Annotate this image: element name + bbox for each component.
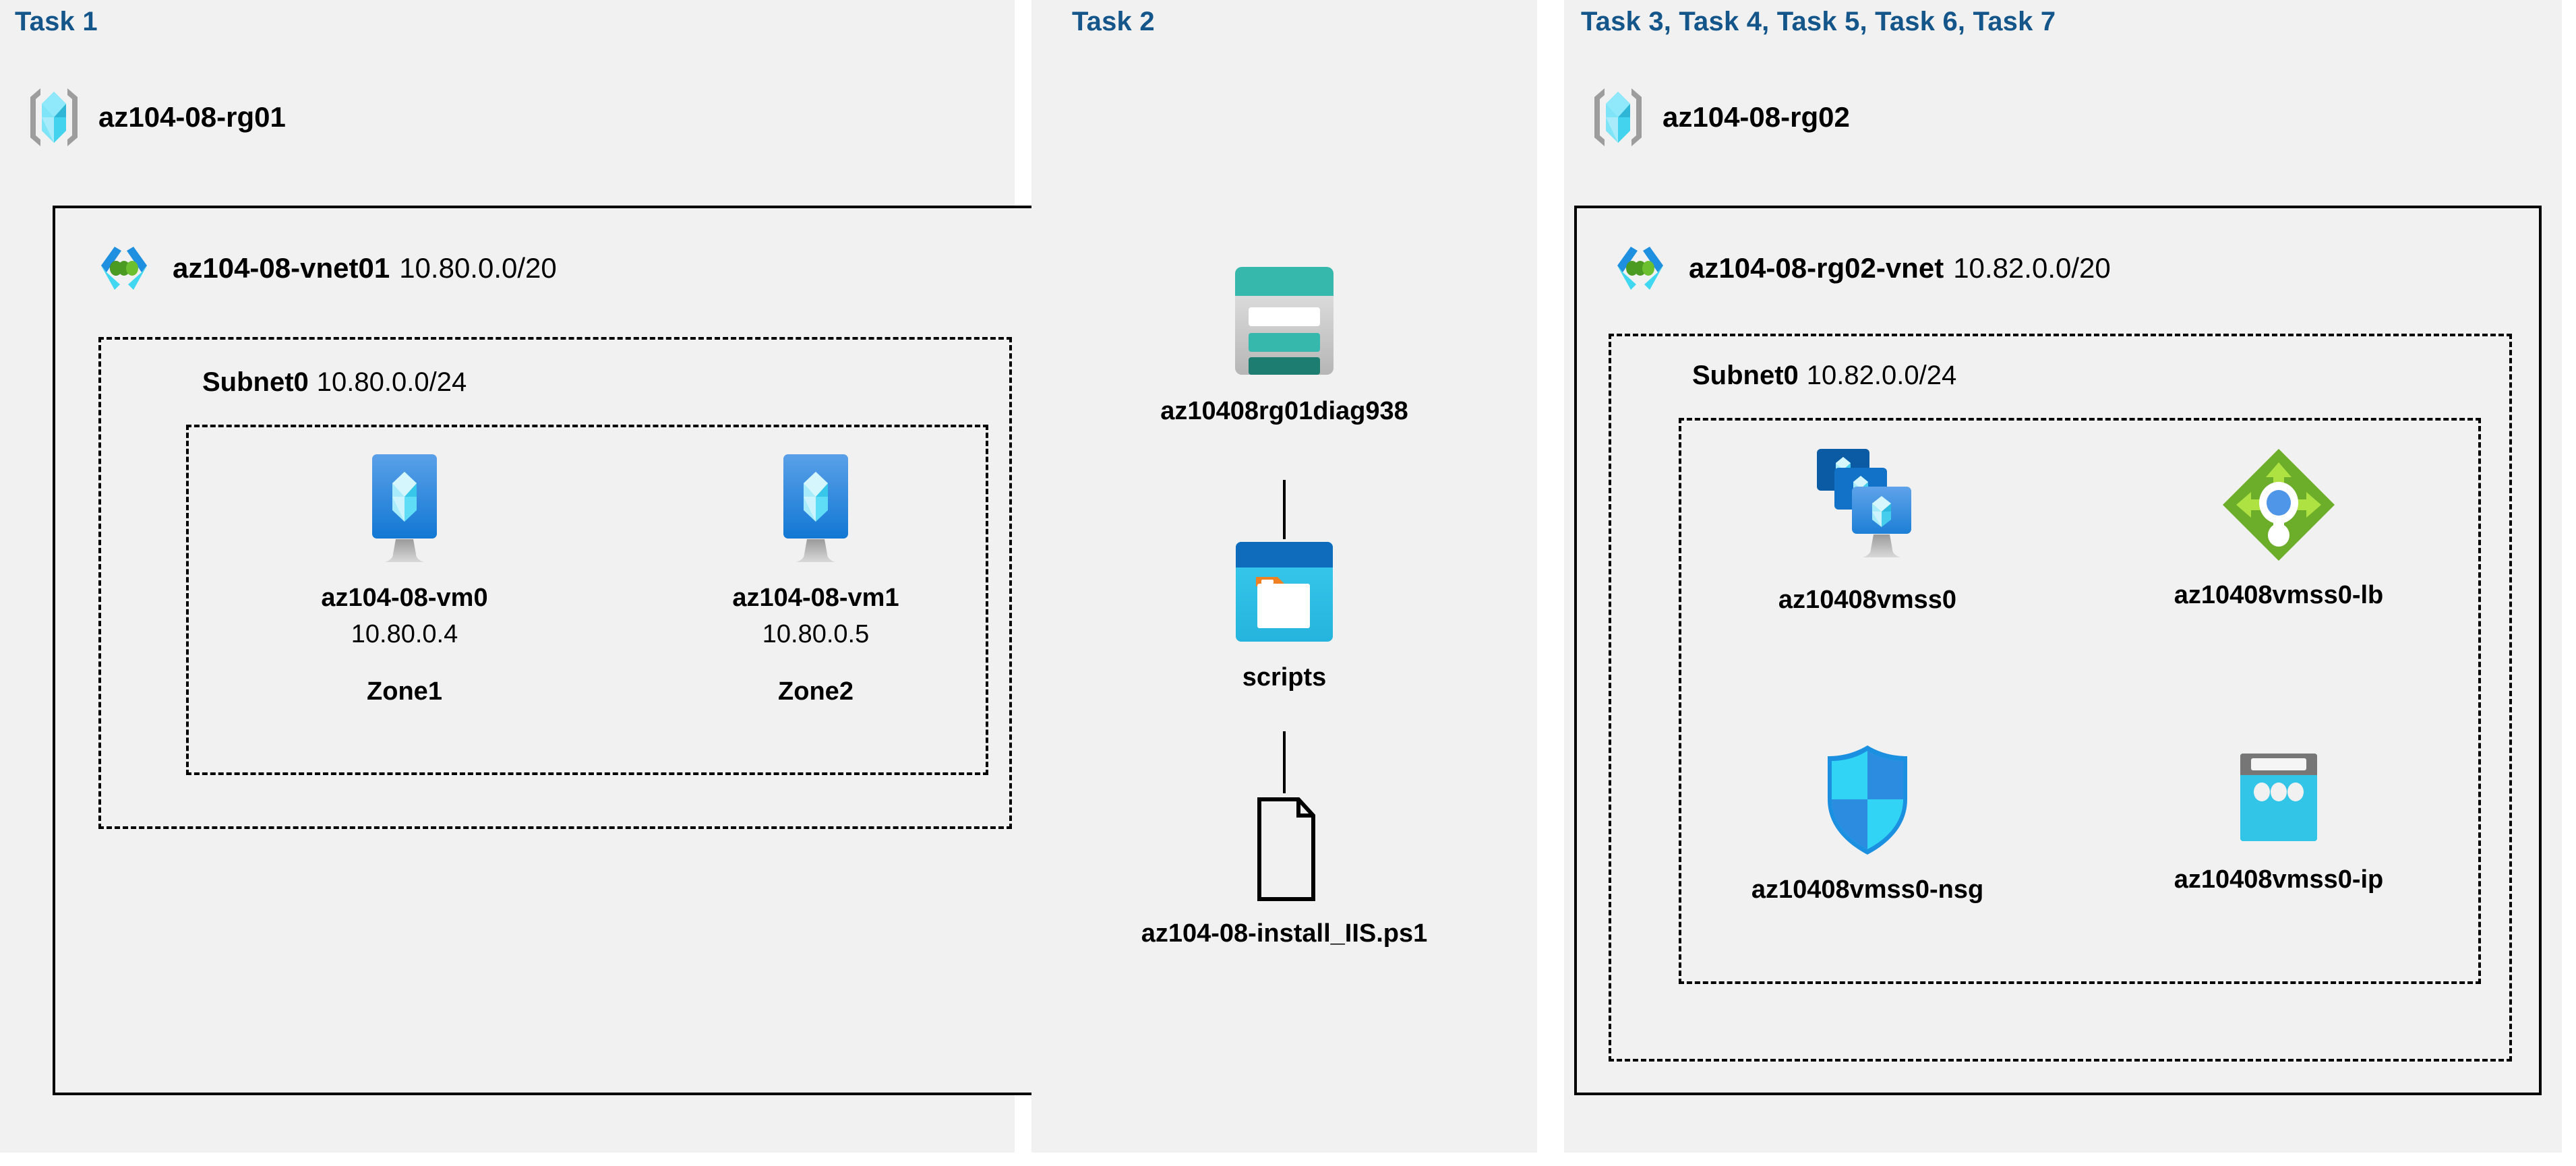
subnet-header-left: Subnet0 10.80.0.0/24 [202, 367, 467, 398]
vnet-cidr-right: 10.82.0.0/20 [1953, 252, 2111, 284]
connector-storage-container [1283, 480, 1286, 539]
script-file-node[interactable]: az104-08-install_IIS.ps1 [1106, 795, 1463, 950]
subnet-header-right: Subnet0 10.82.0.0/24 [1692, 361, 1956, 391]
vnet-box-right [1574, 206, 2542, 1095]
resource-group-label: az104-08-rg02 [1663, 101, 1850, 133]
nsg-label: az10408vmss0-nsg [1751, 876, 1984, 904]
storage-account-label: az10408rg01diag938 [1160, 397, 1408, 425]
vnet-name-left: az104-08-vnet01 [173, 252, 390, 284]
script-file-label: az104-08-install_IIS.ps1 [1141, 919, 1428, 948]
storage-account-icon [1220, 263, 1348, 381]
virtual-network-icon [92, 236, 156, 301]
vnet-header-left: az104-08-vnet01 10.80.0.0/20 [92, 236, 557, 301]
load-balancer-icon [2219, 445, 2339, 565]
virtual-machine-icon [765, 453, 866, 567]
resource-group-icon [1591, 86, 1645, 148]
task1-title: Task 1 [15, 7, 98, 36]
resource-group-rg02: az104-08-rg02 [1591, 86, 1850, 148]
task2-title: Task 2 [1072, 7, 1155, 36]
vm-zone-0: Zone1 [367, 677, 442, 706]
resource-group-rg01: az104-08-rg01 [27, 86, 286, 148]
vm-label-0: az104-08-vm0 [321, 584, 488, 612]
resource-group-label: az104-08-rg01 [98, 101, 286, 133]
vm-scale-set-icon [1809, 445, 1927, 570]
public-ip-node[interactable]: az10408vmss0-ip [2137, 748, 2420, 896]
vm-node-0[interactable]: az104-08-vm0 10.80.0.4 Zone1 [270, 453, 539, 706]
connector-container-file [1283, 731, 1286, 793]
public-ip-address-icon [2228, 748, 2329, 849]
subnet-box-left [98, 337, 1012, 829]
nsg-node[interactable]: az10408vmss0-nsg [1719, 741, 2016, 907]
subnet-name-left: Subnet0 [202, 367, 309, 397]
vm-zone-1: Zone2 [778, 677, 853, 706]
load-balancer-label: az10408vmss0-lb [2174, 581, 2384, 609]
storage-account-node[interactable]: az10408rg01diag938 [1133, 263, 1436, 428]
vmss-label: az10408vmss0 [1778, 586, 1957, 614]
vm-label-1: az104-08-vm1 [732, 584, 899, 612]
blob-container-label: scripts [1242, 663, 1327, 692]
vm-ip-1: 10.80.0.5 [762, 619, 870, 648]
script-file-icon [1240, 795, 1328, 903]
virtual-network-icon [1608, 236, 1673, 301]
vnet-name-right: az104-08-rg02-vnet [1689, 252, 1944, 284]
subnet-box-right [1609, 334, 2512, 1062]
vm-ip-0: 10.80.0.4 [351, 619, 458, 648]
subnet-cidr-left: 10.80.0.0/24 [316, 367, 467, 397]
network-security-group-icon [1817, 741, 1918, 859]
vnet-cidr-left: 10.80.0.0/20 [399, 252, 557, 284]
vm-node-1[interactable]: az104-08-vm1 10.80.0.5 Zone2 [681, 453, 951, 706]
public-ip-label: az10408vmss0-ip [2174, 865, 2384, 894]
resource-group-box-right [1679, 418, 2481, 984]
vmss-node[interactable]: az10408vmss0 [1726, 445, 2009, 617]
task3-7-title: Task 3, Task 4, Task 5, Task 6, Task 7 [1581, 7, 2056, 36]
zone-group-box-left [186, 425, 988, 775]
vnet-header-right: az104-08-rg02-vnet 10.82.0.0/20 [1608, 236, 2111, 301]
virtual-machine-icon [354, 453, 455, 567]
subnet-cidr-right: 10.82.0.0/24 [1806, 361, 1957, 390]
blob-container-icon [1230, 539, 1338, 647]
resource-group-icon [27, 86, 81, 148]
load-balancer-node[interactable]: az10408vmss0-lb [2130, 445, 2427, 612]
subnet-name-right: Subnet0 [1692, 361, 1799, 390]
blob-container-node[interactable]: scripts [1146, 539, 1422, 694]
